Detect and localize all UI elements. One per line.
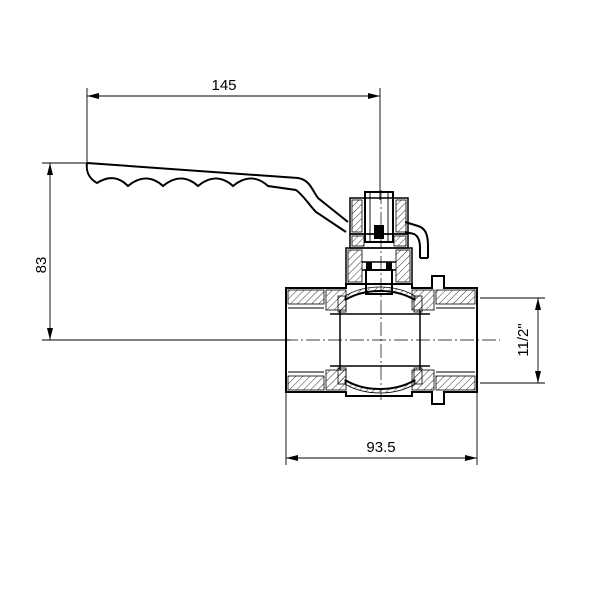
- dimension-thread-size: 11/2": [480, 297, 545, 384]
- lever-handle: [85, 162, 429, 259]
- dimension-handle-length: 145: [86, 77, 381, 200]
- ball: [337, 286, 423, 394]
- dimension-body-length: 93.5: [285, 390, 478, 465]
- dimension-label-145: 145: [211, 77, 236, 94]
- dimension-label-93-5: 93.5: [366, 439, 395, 456]
- stem-assembly: [345, 191, 413, 295]
- dimension-handle-height: 83: [33, 162, 290, 341]
- center-lines: [262, 190, 500, 400]
- valve-body: [285, 275, 478, 405]
- dimension-label-thread: 11/2": [515, 323, 532, 356]
- dimension-label-83: 83: [33, 257, 50, 274]
